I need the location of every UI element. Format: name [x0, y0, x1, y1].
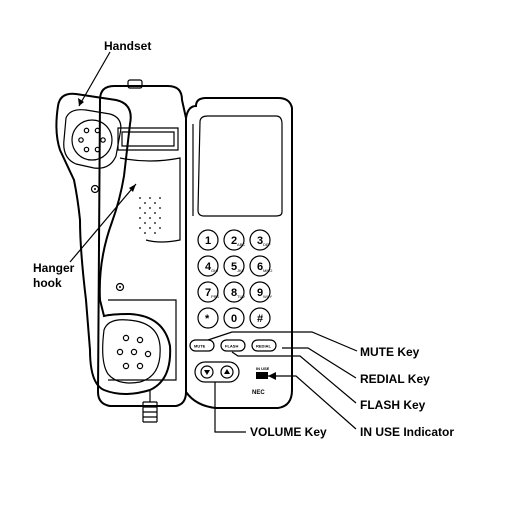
- label-redial-key: REDIAL Key: [360, 372, 430, 386]
- speaker-grille: [139, 197, 161, 234]
- function-key-label: REDIAL: [256, 344, 271, 349]
- brand-logo: NEC: [252, 390, 265, 396]
- volume-up-icon: [224, 369, 230, 374]
- key-label: 7: [205, 287, 211, 299]
- label-hanger-hook-1: Hanger: [33, 261, 75, 275]
- display-window: [197, 115, 283, 217]
- keypad-unit: [185, 97, 293, 409]
- key-sub-label: PRS: [211, 294, 220, 299]
- in-use-indicator: IN USE: [256, 366, 270, 379]
- key-1[interactable]: 1: [197, 229, 219, 251]
- function-key-label: FLASH: [225, 344, 238, 349]
- key-sub-label: WXY: [263, 294, 272, 299]
- key-sub-label: JKL: [237, 268, 245, 273]
- phone-base: [96, 79, 187, 407]
- label-in-use-indicator: IN USE Indicator: [360, 425, 454, 439]
- key-hash[interactable]: #: [249, 307, 271, 329]
- label-mute-key: MUTE Key: [360, 345, 420, 359]
- volume-key[interactable]: [194, 361, 240, 383]
- key-sub-label: MNO: [263, 268, 272, 273]
- volume-down-icon: [204, 370, 210, 375]
- redial-button[interactable]: REDIAL: [251, 339, 277, 352]
- label-handset: Handset: [104, 39, 151, 53]
- flash-button[interactable]: FLASH: [220, 339, 246, 352]
- key-label: 2: [231, 235, 237, 247]
- key-sub-label: DEF: [263, 242, 272, 247]
- key-star[interactable]: *: [197, 307, 219, 329]
- key-sub-label: ABC: [237, 242, 245, 247]
- function-keys: MUTE FLASH REDIAL: [189, 339, 277, 352]
- label-flash-key: FLASH Key: [360, 398, 426, 412]
- key-label: 3: [257, 235, 263, 247]
- key-sub-label: TUV: [237, 294, 245, 299]
- key-label: 4: [205, 261, 212, 273]
- key-label: 1: [205, 235, 211, 247]
- key-label: 9: [257, 287, 263, 299]
- key-label: 5: [231, 261, 237, 273]
- handset[interactable]: [55, 92, 172, 423]
- key-label: 6: [257, 261, 263, 273]
- callout-lines: [69, 51, 358, 433]
- svg-text:IN USE: IN USE: [256, 366, 270, 371]
- mouthpiece-holes: [116, 334, 152, 370]
- function-key-label: MUTE: [194, 344, 206, 349]
- earpiece-holes: [78, 127, 106, 153]
- label-volume-key: VOLUME Key: [250, 425, 327, 439]
- key-0[interactable]: 0: [223, 307, 245, 329]
- mute-button[interactable]: MUTE: [189, 339, 215, 352]
- key-label: #: [257, 313, 263, 325]
- key-sub-label: GHI: [211, 268, 218, 273]
- key-label: 0: [231, 313, 237, 325]
- key-label: 8: [231, 287, 237, 299]
- label-hanger-hook-2: hook: [33, 276, 62, 290]
- handset-cord: [142, 390, 158, 423]
- key-label: *: [205, 313, 210, 325]
